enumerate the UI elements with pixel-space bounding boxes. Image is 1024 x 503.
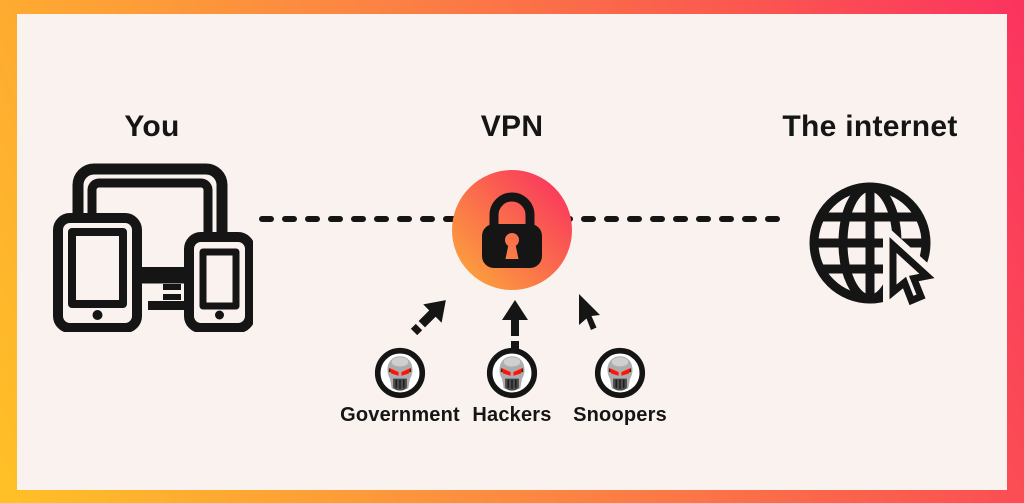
threat-label: Government [340, 404, 460, 426]
you-label: You [124, 110, 180, 143]
dock-bars [137, 267, 187, 310]
tablet-icon [53, 213, 142, 332]
internet-label: The internet [782, 110, 958, 143]
vpn-label: VPN [480, 110, 544, 143]
spy-icon [486, 347, 538, 399]
vpn-shield-circle [452, 170, 572, 290]
padlock-body [482, 224, 542, 268]
arrow-up-icon [502, 300, 528, 349]
spy-icon [594, 347, 646, 399]
spy-icon [374, 347, 426, 399]
arrow-up-right-icon [410, 300, 446, 336]
threat-government: Government [335, 347, 465, 427]
threat-label: Snoopers [573, 404, 667, 426]
padlock-icon [482, 192, 542, 268]
threat-label: Hackers [472, 404, 552, 426]
diagram-panel: You VPN The internet [17, 14, 1007, 490]
phone-icon [184, 232, 253, 332]
devices-icon [53, 163, 253, 332]
threat-hackers: Hackers [447, 347, 577, 427]
arrow-up-left-icon [579, 294, 600, 330]
cursor-icon [883, 222, 940, 313]
globe-lines [809, 182, 931, 304]
threat-snoopers: Snoopers [555, 347, 685, 427]
padlock-shackle [489, 192, 535, 230]
globe-cursor-icon [809, 182, 940, 313]
